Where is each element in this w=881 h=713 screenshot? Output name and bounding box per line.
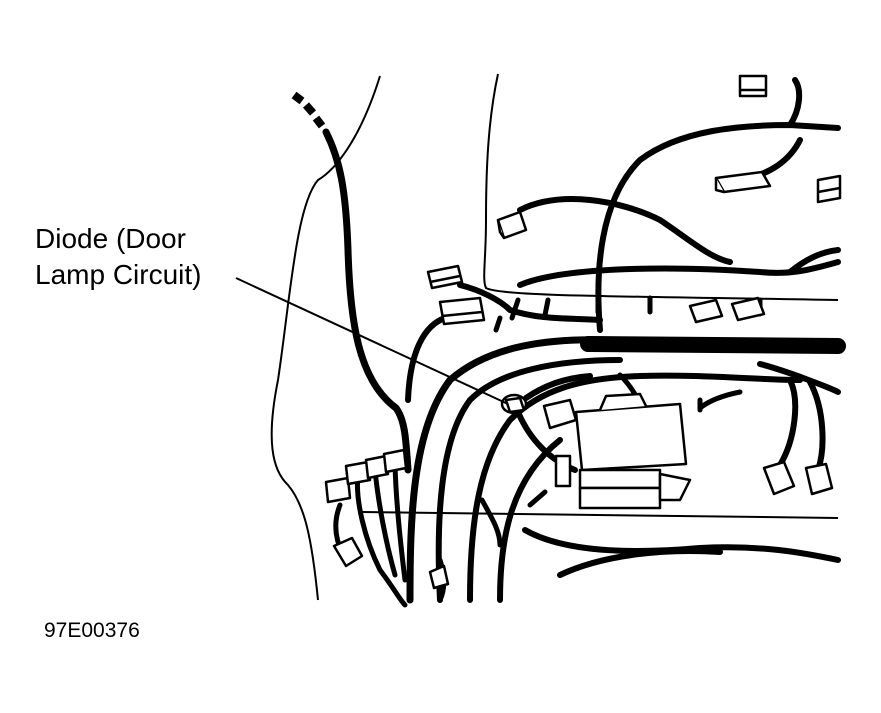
- connector-upper-right-b: [714, 170, 772, 194]
- callout-line-1: Diode (Door: [35, 223, 186, 254]
- connector-upper-left: [496, 210, 528, 240]
- relay-block: [574, 392, 692, 510]
- callout-line-2: Lamp Circuit): [35, 259, 202, 290]
- dashed-wire-end: [291, 91, 326, 129]
- harness-clips: [493, 293, 763, 508]
- connector-mid-a: [688, 298, 724, 324]
- connector-right-edge: [816, 174, 842, 204]
- callout-leader-line: [235, 277, 509, 405]
- connector-lower-left-cluster: [324, 448, 450, 590]
- connector-top-right-a: [738, 74, 768, 98]
- connector-left-b: [438, 296, 486, 326]
- connector-left-a: [426, 264, 464, 290]
- wiring-harness: [322, 77, 846, 608]
- diode-callout-label: Diode (Door Lamp Circuit): [35, 221, 201, 293]
- diode-component: [500, 393, 528, 415]
- connector-right-dangling: [762, 460, 834, 496]
- connector-mid-b: [730, 296, 766, 322]
- connector-near-relay: [542, 398, 578, 488]
- connectors: [324, 74, 842, 590]
- figure-code: 97E00376: [44, 619, 140, 642]
